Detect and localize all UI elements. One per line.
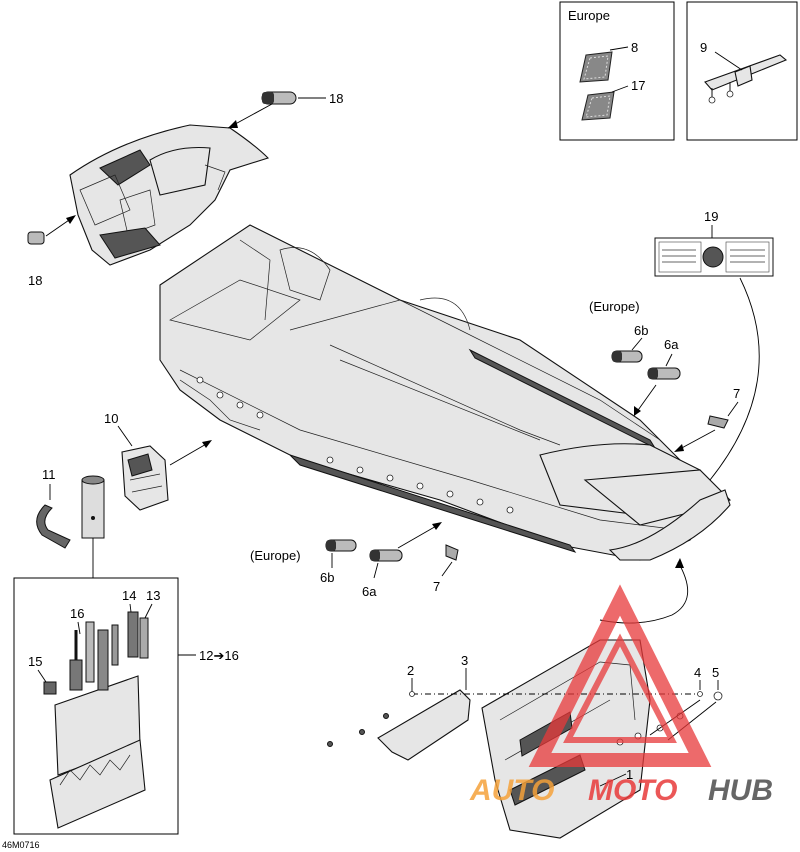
decal-17: [581, 91, 615, 121]
bumper-block-10: [121, 445, 169, 511]
label-2: 2: [407, 663, 414, 678]
leader-14: [129, 603, 132, 613]
watermark-logo: [528, 584, 712, 767]
label-1: 1: [626, 767, 633, 782]
bracket-9: [704, 54, 788, 104]
label-17: 17: [631, 78, 645, 93]
label-14: 14: [122, 588, 136, 603]
leader-9: [714, 51, 743, 71]
label-7-bottom: 7: [433, 579, 440, 594]
plug-18-top: [261, 91, 297, 105]
label-12-16: 12➔16: [199, 648, 239, 663]
leader-7-bottom: [441, 561, 453, 577]
reflector-6a-top: [647, 367, 681, 380]
label-8: 8: [631, 40, 638, 55]
decal-8: [579, 51, 613, 83]
label-10: 10: [104, 411, 118, 426]
chassis-frame: [159, 224, 732, 561]
label-europe-top: (Europe): [589, 299, 640, 314]
front-console: [69, 124, 270, 266]
leader-19-curve: [709, 277, 760, 481]
arrow-18-left: [45, 217, 73, 237]
label-3: 3: [461, 653, 468, 668]
leader-7-top: [727, 401, 739, 417]
tool-pouch: [49, 675, 146, 829]
bracket-3: [377, 689, 471, 761]
leader-8: [609, 46, 629, 51]
strap-11: [36, 504, 71, 549]
label-13: 13: [146, 588, 160, 603]
watermark-text-moto: MOTO: [588, 774, 677, 807]
label-6b-bottom: 6b: [320, 570, 334, 585]
reflector-6a-bottom: [369, 549, 403, 562]
label-6a-bottom: 6a: [362, 584, 377, 599]
clip-7-top: [707, 415, 729, 429]
europe-box: [559, 1, 675, 141]
plug-18-left: [27, 231, 45, 245]
leader-5-extend: [667, 701, 717, 741]
arrow-7-top: [677, 429, 716, 451]
label-18-left: 18: [28, 273, 42, 288]
bracket-box: [686, 1, 798, 141]
leader-flap-curve: [599, 561, 689, 624]
label-5: 5: [712, 665, 719, 680]
leader-6a-bottom: [373, 562, 379, 579]
arrow-6-top: [635, 384, 657, 414]
tools-12-16: [43, 611, 149, 695]
europe-box-title: Europe: [568, 8, 610, 23]
reflector-6b-bottom: [325, 539, 357, 552]
label-6a-top: 6a: [664, 337, 679, 352]
label-9: 9: [700, 40, 707, 55]
leader-13: [144, 603, 153, 619]
clip-7-bottom: [445, 544, 459, 561]
diagram-code: 46M0716: [2, 840, 40, 850]
label-19: 19: [704, 209, 718, 224]
label-4: 4: [694, 665, 701, 680]
tool-kit-box: [13, 577, 179, 835]
watermark-text-hub: HUB: [708, 774, 773, 807]
leader-6b-top: [631, 337, 643, 351]
reflector-6b-top: [611, 350, 643, 363]
label-11: 11: [42, 467, 56, 482]
leader-17: [611, 85, 629, 93]
leader-16: [77, 621, 81, 635]
label-7-top: 7: [733, 386, 740, 401]
label-6b-top: 6b: [634, 323, 648, 338]
leader-6a-top: [665, 353, 673, 367]
label-18-top: 18: [329, 91, 343, 106]
label-15: 15: [28, 654, 42, 669]
arrow-10: [169, 442, 209, 466]
leader-10: [117, 425, 133, 447]
watermark-text-auto: AUTO: [469, 774, 554, 807]
label-16: 16: [70, 606, 84, 621]
leader-1: [599, 773, 627, 787]
arrow-6-bottom: [397, 524, 439, 549]
decal-19: [654, 237, 774, 277]
tool-container: [81, 475, 105, 539]
label-europe-bottom: (Europe): [250, 548, 301, 563]
leader-15: [37, 669, 47, 683]
